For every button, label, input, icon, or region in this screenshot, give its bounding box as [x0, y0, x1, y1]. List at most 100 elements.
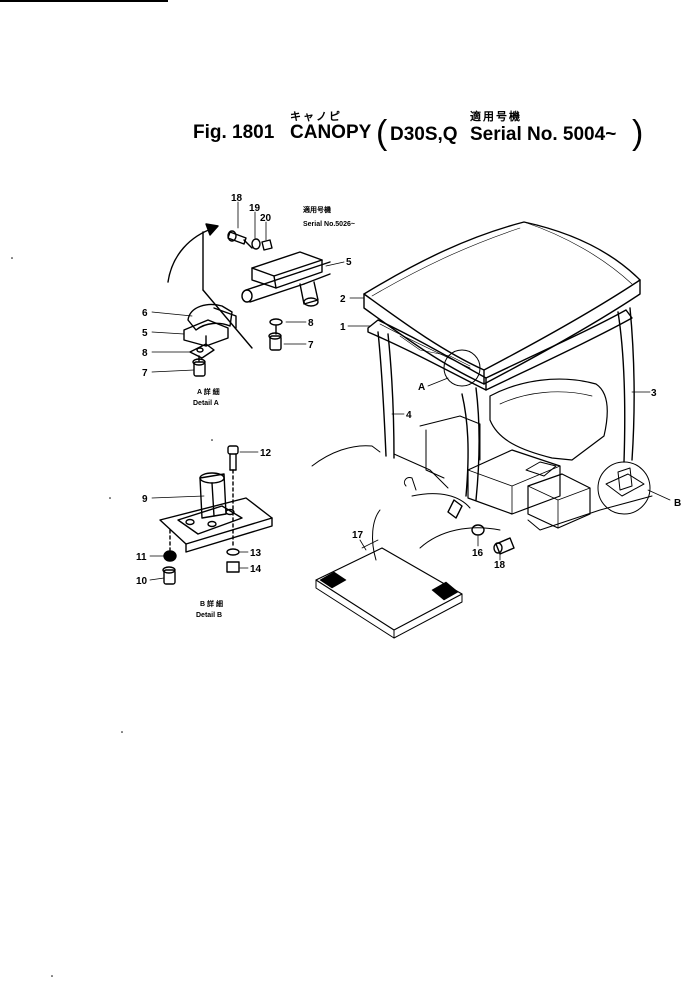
bolt-7-lower [193, 361, 206, 377]
note-serial: Serial No.5026~ [303, 221, 355, 228]
callout-20: 20 [260, 213, 272, 224]
right-paren: ) [632, 114, 644, 152]
top-rule [0, 0, 168, 2]
bolt-18-main-head [493, 542, 503, 554]
detail-a-kana: A 詳 細 [197, 387, 220, 396]
mat-17-edge [315, 579, 395, 639]
side-box-edge [527, 485, 591, 501]
bolt-10 [163, 569, 176, 585]
pipe-top [245, 271, 301, 291]
leader-6 [151, 311, 193, 317]
bolt-7-upper-head [268, 332, 282, 340]
frame-1-side [485, 309, 633, 391]
detail-b-kana: B 詳 細 [200, 599, 223, 608]
callout-2: 2 [340, 294, 346, 305]
speck [109, 497, 111, 499]
side-box [527, 473, 591, 529]
detail-b-circle [597, 461, 651, 515]
pipe-bottom-2 [303, 273, 331, 285]
body-dash [419, 415, 481, 461]
front-post-4b [387, 333, 395, 459]
bracket-flange [177, 505, 243, 535]
callout-8-lower: 8 [142, 348, 148, 359]
roof-side-edge [483, 279, 641, 385]
callout-a: A [418, 382, 425, 393]
detail-b-post [617, 467, 633, 491]
mat-17-side [393, 593, 463, 639]
callout-7-upper: 7 [308, 340, 314, 351]
callout-12: 12 [260, 448, 272, 459]
bolt-18-main [495, 537, 515, 555]
detail-a-circle [443, 349, 481, 387]
center-post-a [461, 393, 469, 497]
detail-b-base [605, 473, 645, 497]
speck [51, 975, 53, 977]
roof-rib-1 [371, 227, 521, 297]
body-lower-curve [372, 509, 381, 561]
callout-10: 10 [136, 576, 148, 587]
post-foot [447, 499, 463, 519]
roof-front-edge [363, 293, 485, 385]
callout-9: 9 [142, 494, 148, 505]
leader-5-upper [325, 261, 345, 267]
leader-lines [149, 201, 671, 581]
body-dash-2 [425, 429, 445, 479]
pipe-top-2 [299, 261, 331, 273]
front-post-4a [377, 331, 387, 457]
left-paren: ( [376, 114, 388, 152]
washer-16 [471, 524, 485, 536]
callout-19: 19 [249, 203, 261, 214]
callout-3: 3 [651, 388, 657, 399]
washer-13 [226, 548, 240, 556]
mat-corner-1 [319, 571, 347, 589]
serial-label: Serial No. 5004~ [470, 124, 617, 145]
operator-seat-cushion [467, 449, 561, 515]
speck [11, 257, 13, 259]
mat-corner-2 [431, 581, 459, 601]
bolt-12-head [227, 445, 239, 455]
pipe-bottom [249, 283, 305, 303]
clamp-6-edge [213, 307, 237, 329]
bolt-18-head [227, 230, 237, 242]
callout-7-lower: 7 [142, 368, 148, 379]
post-9-seam [211, 482, 215, 517]
rear-post-3b [629, 307, 635, 461]
figure-header: キャノピ 適用号機 Fig. 1801 CANOPY ( D30S,Q Seri… [0, 0, 685, 160]
body-left-fender [311, 445, 381, 467]
note-kana: 適用号機 [303, 205, 331, 214]
leader-5-lower [151, 331, 185, 335]
canopy-assembly [311, 221, 653, 639]
body-side-rail [527, 495, 653, 531]
armrest [525, 461, 557, 477]
bolt-10-head [162, 566, 176, 574]
frame-inner [379, 323, 471, 369]
down-tube-end [303, 297, 319, 307]
body-front [393, 453, 449, 489]
leader-7-lower [151, 369, 195, 373]
callout-16: 16 [472, 548, 484, 559]
flange-hole-3 [207, 520, 217, 528]
nut-20 [261, 239, 273, 251]
plate-8 [189, 343, 215, 359]
seat-back-line [499, 391, 593, 405]
callout-b: B [674, 498, 681, 509]
callout-18-main: 18 [494, 560, 506, 571]
detail-a-arrow [167, 227, 215, 283]
down-tube [299, 281, 319, 305]
clamp-6 [187, 303, 233, 331]
body-rail [411, 493, 471, 509]
center-post-b [475, 387, 480, 501]
leader-17 [359, 539, 367, 551]
speck [211, 439, 213, 441]
fender-arc [419, 527, 501, 549]
fig-label: Fig. 1801 [193, 122, 275, 143]
post-9 [199, 473, 227, 519]
callout-14: 14 [250, 564, 262, 575]
bolt-18 [227, 231, 247, 245]
rear-post-3a [617, 311, 626, 463]
detail-a-assembly [167, 223, 331, 377]
washer-19 [251, 238, 261, 250]
speck [121, 731, 123, 733]
bolt-7-upper [269, 335, 282, 351]
